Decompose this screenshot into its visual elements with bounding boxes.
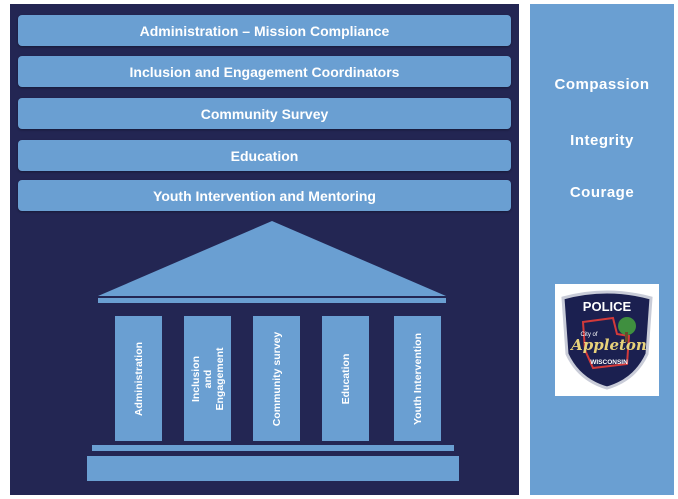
pillar-diagram-panel: Administration – Mission Compliance Incl… xyxy=(10,4,519,495)
pillar-label: Education xyxy=(339,353,352,404)
values-panel: Compassion Integrity Courage POLICE City… xyxy=(530,4,674,495)
pillar-label: Administration xyxy=(132,341,145,416)
badge-state: WISCONSIN xyxy=(590,359,628,366)
badge-city-name: Appleton xyxy=(569,336,647,354)
badge-top-text: POLICE xyxy=(583,299,632,314)
pillar-education: Education xyxy=(322,316,369,441)
value-compassion: Compassion xyxy=(554,76,650,93)
value-integrity: Integrity xyxy=(570,132,634,149)
bar-youth-intervention: Youth Intervention and Mentoring xyxy=(18,180,511,211)
pillar-youth-intervention: Youth Intervention xyxy=(394,316,441,441)
pillar-inclusion: Inclusion and Engagement xyxy=(184,316,231,441)
pillar-label: Inclusion and Engagement xyxy=(189,346,226,411)
temple-entablature xyxy=(98,298,446,303)
pillar-label: Community survey xyxy=(270,331,283,426)
pillar-label: Youth Intervention xyxy=(411,332,424,425)
temple-roof xyxy=(98,221,446,296)
temple-step-base xyxy=(87,456,459,481)
value-courage: Courage xyxy=(569,184,635,201)
badge-city-of: City of xyxy=(580,332,597,338)
temple-step-upper xyxy=(92,445,454,451)
police-badge-graphic: POLICE City of Appleton WISCONSIN xyxy=(561,290,653,390)
bar-community-survey: Community Survey xyxy=(18,98,511,129)
bar-administration: Administration – Mission Compliance xyxy=(18,15,511,46)
police-badge-icon: POLICE City of Appleton WISCONSIN xyxy=(555,284,659,396)
bar-education: Education xyxy=(18,140,511,171)
pillar-administration: Administration xyxy=(115,316,162,441)
pillar-community-survey: Community survey xyxy=(253,316,300,441)
bar-inclusion: Inclusion and Engagement Coordinators xyxy=(18,56,511,87)
